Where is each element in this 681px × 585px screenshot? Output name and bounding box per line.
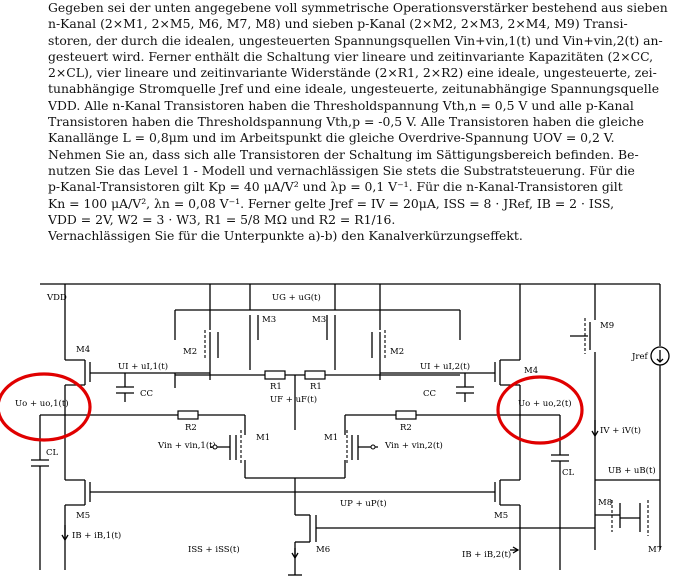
transistor-m1-left: M1 Vin + vin,1(t) [157, 415, 270, 478]
svg-text:M8: M8 [598, 498, 612, 508]
uo1-label: Uo + uo,1(t) [15, 398, 69, 409]
text-line: gesteuert wird. Ferner enthält die Schal… [48, 48, 654, 64]
svg-text:R2: R2 [400, 423, 412, 433]
text-line: tunabhängige Stromquelle Jref und eine i… [48, 81, 660, 97]
text-line: VDD. Alle n-Kanal Transistoren haben die… [48, 97, 634, 113]
text-line: 2×CL), vier lineare und zeitinvariante W… [48, 65, 657, 81]
svg-text:M9: M9 [600, 321, 614, 331]
svg-text:ISS + iSS(t): ISS + iSS(t) [188, 544, 240, 555]
text-line: Vernachlässigen Sie für die Unterpunkte … [48, 228, 523, 244]
jref-current-source: Jref [631, 284, 670, 482]
svg-text:CC: CC [140, 389, 153, 399]
transistor-m2-left: M2 [183, 284, 219, 380]
svg-text:M2: M2 [390, 347, 404, 357]
ub-label: UB + uB(t) [608, 465, 656, 476]
uf-label: UF + uF(t) [270, 394, 317, 405]
svg-text:M1: M1 [256, 433, 270, 443]
highlight-uo1 [0, 372, 92, 442]
text-line: Nehmen Sie an, dass sich alle Transistor… [48, 146, 639, 162]
transistor-m5-right: M5 [494, 422, 521, 570]
text-line: storen, der durch die idealen, ungesteue… [48, 32, 663, 48]
capacitor-cl-right: CL [551, 415, 575, 570]
ui1-label: UI + uI,1(t) [118, 361, 168, 372]
svg-text:CL: CL [46, 448, 59, 458]
svg-text:M1: M1 [324, 433, 338, 443]
capacitor-cc-left: CC [116, 373, 153, 402]
transistor-m1-right: M1 Vin + vin,2(t) [324, 415, 443, 478]
text-line: Kn = 100 μA/V², λn = 0,08 V⁻¹. Ferner ge… [48, 195, 615, 211]
transistor-m2-right: M2 [371, 284, 404, 380]
svg-text:Vin + vin,2(t): Vin + vin,2(t) [384, 440, 443, 451]
transistor-m6: M6 ISS + iSS(t) [188, 478, 595, 576]
resistor-r2-right: R2 [395, 410, 417, 433]
highlight-uo2 [496, 375, 584, 445]
resistor-r1-right: R1 [304, 370, 326, 392]
svg-text:Vin + vin,1(t): Vin + vin,1(t) [157, 440, 216, 451]
circuit-diagram: VDD UG + uG(t) M3 M3 M2 M2 [0, 283, 670, 576]
svg-text:M5: M5 [494, 511, 508, 521]
svg-text:CC: CC [423, 389, 436, 399]
iv-label: IV + iV(t) [600, 425, 641, 436]
text-line: p-Kanal-Transistoren gilt Kp = 40 μA/V² … [48, 179, 623, 195]
svg-text:R2: R2 [185, 423, 197, 433]
svg-text:M4: M4 [76, 345, 90, 355]
ug-label: UG + uG(t) [272, 292, 321, 303]
transistor-m3-left: M3 [249, 284, 276, 370]
up-label: UP + uP(t) [340, 498, 387, 509]
ib2-label: IB + iB,2(t) [462, 549, 511, 560]
svg-text:M6: M6 [316, 545, 330, 555]
transistor-m8: M8 [595, 498, 621, 532]
text-line: n-Kanal (2×M1, 2×M5, M6, M7, M8) und sie… [48, 16, 628, 32]
text-line: Gegeben sei der unten angegebene voll sy… [48, 0, 668, 15]
svg-text:M7: M7 [648, 545, 662, 555]
transistor-m9: M9 [570, 284, 614, 550]
svg-text:R1: R1 [310, 382, 322, 392]
text-line: nutzen Sie das Level 1 - Modell und vern… [48, 162, 635, 178]
capacitor-cl-left: CL [31, 415, 59, 570]
svg-text:M3: M3 [312, 315, 326, 325]
text-line: VDD = 2V, W2 = 3 · W3, R1 = 5/8 MΩ und R… [48, 211, 396, 227]
svg-text:M3: M3 [262, 315, 276, 325]
ib1-label: IB + iB,1(t) [72, 530, 121, 541]
svg-text:R1: R1 [270, 382, 282, 392]
svg-text:Jref: Jref [631, 352, 649, 362]
transistor-m7: M7 [620, 482, 662, 555]
problem-text: Gegeben sei der unten angegebene voll sy… [48, 0, 678, 244]
transistor-m5-left: M5 [64, 422, 91, 570]
text-line: Transistoren haben die Thresholdspannung… [48, 114, 644, 130]
text-line: Kanallänge L = 0,8μm und im Arbeitspunkt… [48, 130, 615, 146]
uo2-label: Uo + uo,2(t) [518, 398, 572, 409]
svg-text:M2: M2 [183, 347, 197, 357]
transistor-m4-left: M4 [64, 284, 91, 422]
transistor-m4-right: M4 [494, 284, 538, 422]
vdd-label: VDD [46, 293, 67, 303]
capacitor-cc-right: CC [423, 373, 474, 402]
resistor-r1-left: R1 [264, 370, 286, 392]
transistor-m3-right: M3 [312, 284, 336, 370]
resistor-r2-left: R2 [177, 410, 199, 433]
svg-text:CL: CL [562, 468, 575, 478]
svg-text:M5: M5 [76, 511, 90, 521]
svg-text:M4: M4 [524, 366, 538, 376]
ui2-label: UI + uI,2(t) [420, 361, 470, 372]
